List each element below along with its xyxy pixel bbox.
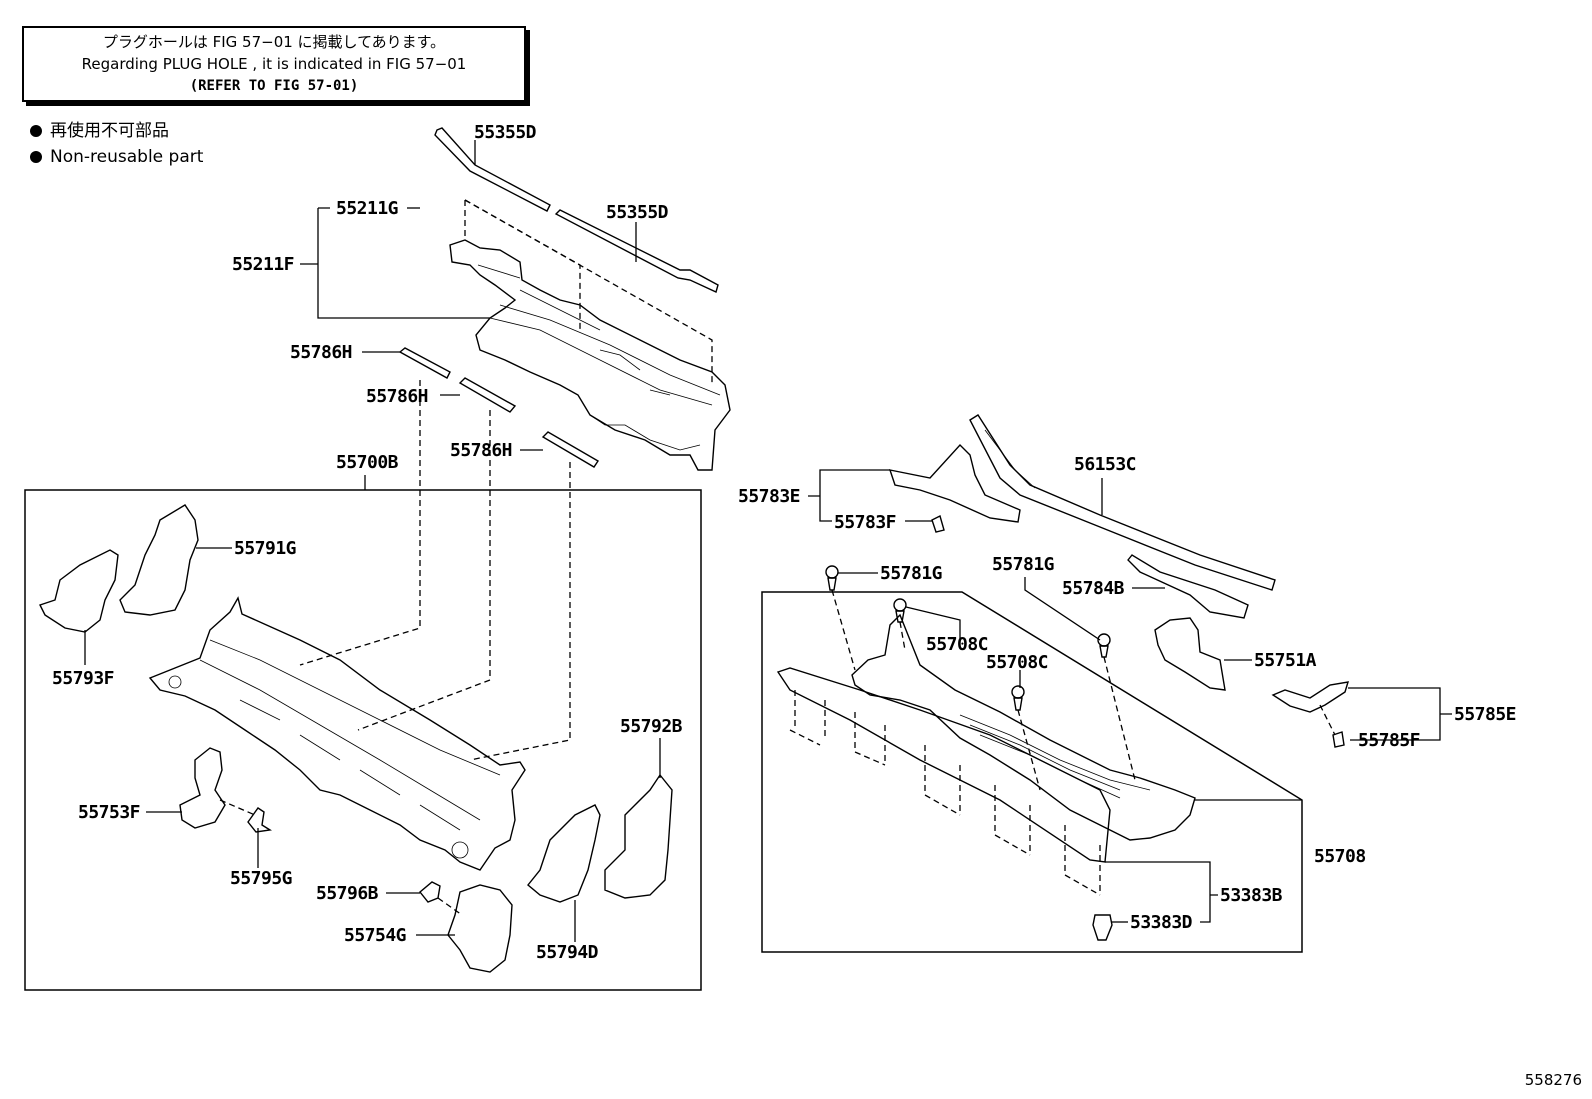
bullet-icon xyxy=(30,151,42,163)
cowl-panel-lower xyxy=(148,596,526,871)
plug-hole-note: プラグホールは FIG 57−01 に掲載してあります。 Regarding P… xyxy=(22,26,526,102)
part-label-55753f[interactable]: 55753F xyxy=(78,802,141,823)
clip-55796b xyxy=(419,881,441,903)
part-label-55795g[interactable]: 55795G xyxy=(230,868,293,889)
part-label-55786h-2[interactable]: 55786H xyxy=(366,386,429,407)
legend-row-en: Non-reusable part xyxy=(30,144,203,170)
cowl-panel-upper xyxy=(449,239,731,471)
bracket-55792b xyxy=(604,773,673,899)
part-label-55211g[interactable]: 55211G xyxy=(336,198,399,219)
part-label-55791g[interactable]: 55791G xyxy=(234,538,297,559)
part-label-55786h[interactable]: 55786H xyxy=(290,342,353,363)
bracket-55753f xyxy=(179,747,226,829)
legend-text-en: Non-reusable part xyxy=(50,147,204,167)
part-label-55700b[interactable]: 55700B xyxy=(336,452,399,473)
part-label-55355d[interactable]: 55355D xyxy=(474,122,537,143)
group-box-55708 xyxy=(761,591,1303,953)
seal-56153c xyxy=(969,414,1276,591)
part-label-53383b[interactable]: 53383B xyxy=(1220,885,1283,906)
legend-text-jp: 再使用不可部品 xyxy=(50,121,169,141)
part-label-55708c[interactable]: 55708C xyxy=(926,634,989,655)
bracket-55783e xyxy=(888,443,1021,523)
part-label-55751a[interactable]: 55751A xyxy=(1254,650,1317,671)
bracket-55791g xyxy=(119,504,199,616)
cowl-louver-55708 xyxy=(776,613,1196,896)
part-label-55754g[interactable]: 55754G xyxy=(344,925,407,946)
part-label-55783f[interactable]: 55783F xyxy=(834,512,897,533)
clip-55785f xyxy=(1332,731,1345,748)
seal-55784b xyxy=(1127,554,1249,619)
note-line-refer: (REFER TO FIG 57-01) xyxy=(189,78,359,94)
legend-row-jp: 再使用不可部品 xyxy=(30,118,203,144)
pads-55786h xyxy=(398,347,599,468)
part-label-55796b[interactable]: 55796B xyxy=(316,883,379,904)
part-label-55211f[interactable]: 55211F xyxy=(232,254,295,275)
note-line-en: Regarding PLUG HOLE , it is indicated in… xyxy=(81,55,467,73)
weatherstrip-55355d xyxy=(434,127,719,293)
clip-55795g xyxy=(247,807,272,833)
bullet-icon xyxy=(30,125,42,137)
part-label-55784b[interactable]: 55784B xyxy=(1062,578,1125,599)
clip-53383d xyxy=(1092,914,1113,941)
part-label-55708c-2[interactable]: 55708C xyxy=(986,652,1049,673)
part-label-55792b[interactable]: 55792B xyxy=(620,716,683,737)
note-line-jp: プラグホールは FIG 57−01 に掲載してあります。 xyxy=(102,33,446,51)
part-label-55793f[interactable]: 55793F xyxy=(52,668,115,689)
figure-number: 558276 xyxy=(1524,1071,1582,1089)
part-label-56153c[interactable]: 56153C xyxy=(1074,454,1137,475)
part-label-55786h-3[interactable]: 55786H xyxy=(450,440,513,461)
part-label-53383d[interactable]: 53383D xyxy=(1130,912,1193,933)
part-label-55785f[interactable]: 55785F xyxy=(1358,730,1421,751)
part-label-55708[interactable]: 55708 xyxy=(1314,846,1366,867)
clips-55781g-55708c xyxy=(825,565,1111,711)
bracket-55751a xyxy=(1154,617,1226,691)
group-box-55700B xyxy=(24,489,702,991)
bracket-55793f xyxy=(39,549,119,633)
bracket-55785e xyxy=(1271,681,1349,713)
legend: 再使用不可部品 Non-reusable part xyxy=(30,118,203,170)
part-label-55781g[interactable]: 55781G xyxy=(880,563,943,584)
part-label-55794d[interactable]: 55794D xyxy=(536,942,599,963)
part-label-55781g-2[interactable]: 55781G xyxy=(992,554,1055,575)
bracket-55754g xyxy=(447,884,513,973)
part-label-55355d-2[interactable]: 55355D xyxy=(606,202,669,223)
bracket-55794d xyxy=(527,804,601,903)
part-label-55785e[interactable]: 55785E xyxy=(1454,704,1517,725)
part-label-55783e[interactable]: 55783E xyxy=(738,486,801,507)
clip-55783f xyxy=(931,514,945,533)
leader-lines xyxy=(84,140,1452,942)
